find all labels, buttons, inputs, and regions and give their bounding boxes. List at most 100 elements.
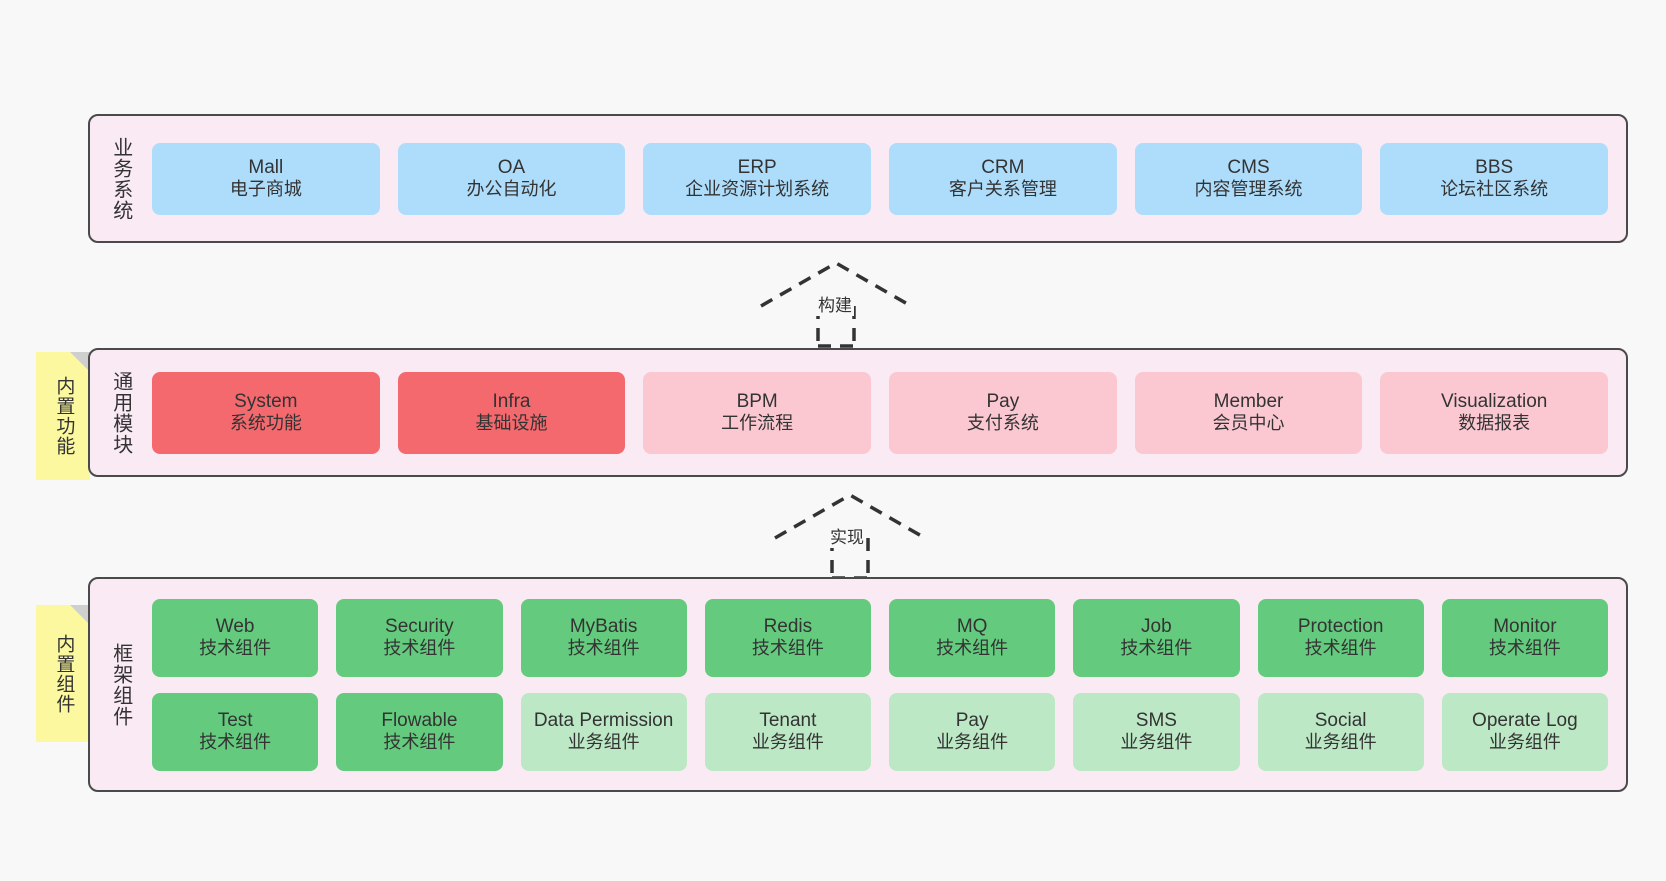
cell-bpm-name: BPM <box>736 390 778 412</box>
cell-data-permission[interactable]: Data Permission 业务组件 <box>520 692 687 771</box>
connector-implement: 实现 <box>770 490 930 580</box>
cell-social-name: Social <box>1314 709 1367 731</box>
layer-business-systems: 业务系统 Mall 电子商城 OA 办公自动化 ERP 企业资源计划系统 CRM… <box>88 114 1628 243</box>
sticky-note-builtin-functions: 内置功能 <box>36 352 90 480</box>
cell-cms-desc: 内容管理系统 <box>1194 179 1303 200</box>
cell-bbs[interactable]: BBS 论坛社区系统 <box>1380 142 1609 215</box>
cell-flowable-name: Flowable <box>381 709 458 731</box>
layer-business-cells: Mall 电子商城 OA 办公自动化 ERP 企业资源计划系统 CRM 客户关系… <box>142 142 1626 215</box>
cell-monitor-desc: 技术组件 <box>1488 638 1561 659</box>
cell-visualization-name: Visualization <box>1441 390 1548 412</box>
cell-crm-desc: 客户关系管理 <box>948 179 1057 200</box>
cell-pay-module-desc: 支付系统 <box>966 413 1039 434</box>
layer-title-framework: 框架组件 <box>109 642 132 727</box>
cell-test-name: Test <box>217 709 253 731</box>
layer-title-business: 业务系统 <box>109 136 132 221</box>
cell-member-name: Member <box>1213 390 1284 412</box>
cell-mybatis-name: MyBatis <box>569 615 638 637</box>
cell-oa[interactable]: OA 办公自动化 <box>397 142 626 215</box>
layer-framework-components: 框架组件 Web 技术组件 Security 技术组件 MyBatis 技术组件… <box>88 577 1628 792</box>
cell-social-desc: 业务组件 <box>1304 732 1377 753</box>
cell-oa-desc: 办公自动化 <box>466 179 557 200</box>
cell-system-name: System <box>234 390 298 412</box>
cell-visualization-desc: 数据报表 <box>1458 413 1531 434</box>
cell-cms-name: CMS <box>1227 156 1270 178</box>
cell-pay-component-desc: 业务组件 <box>936 732 1009 753</box>
cell-tenant[interactable]: Tenant 业务组件 <box>704 692 871 771</box>
cell-operate-log-name: Operate Log <box>1472 709 1578 731</box>
cell-bpm-desc: 工作流程 <box>721 413 794 434</box>
cell-member-desc: 会员中心 <box>1212 413 1285 434</box>
cell-web[interactable]: Web 技术组件 <box>152 598 319 677</box>
cell-cms[interactable]: CMS 内容管理系统 <box>1134 142 1363 215</box>
layer-common-row: System 系统功能 Infra 基础设施 BPM 工作流程 Pay 支付系统… <box>152 371 1609 454</box>
cell-redis-name: Redis <box>763 615 813 637</box>
cell-mall-name: Mall <box>248 156 284 178</box>
cell-infra-name: Infra <box>492 390 531 412</box>
layer-common-modules: 通用模块 System 系统功能 Infra 基础设施 BPM 工作流程 Pay… <box>88 348 1628 477</box>
cell-pay-module[interactable]: Pay 支付系统 <box>889 371 1117 454</box>
cell-tenant-name: Tenant <box>759 709 817 731</box>
cell-system[interactable]: System 系统功能 <box>152 371 380 454</box>
cell-flowable-desc: 技术组件 <box>383 732 456 753</box>
cell-crm-name: CRM <box>981 156 1025 178</box>
sticky-fold-corner-icon <box>70 352 90 372</box>
cell-bpm[interactable]: BPM 工作流程 <box>643 371 872 454</box>
layer-framework-cells: Web 技术组件 Security 技术组件 MyBatis 技术组件 Redi… <box>142 598 1626 771</box>
cell-data-permission-name: Data Permission <box>533 709 674 731</box>
cell-test-desc: 技术组件 <box>199 732 272 753</box>
sticky-note-builtin-components: 内置组件 <box>36 605 90 742</box>
cell-sms-desc: 业务组件 <box>1120 732 1193 753</box>
cell-web-name: Web <box>215 615 255 637</box>
cell-pay-component-name: Pay <box>955 709 989 731</box>
connector-build-label: 构建 <box>816 291 854 316</box>
layer-business-row: Mall 电子商城 OA 办公自动化 ERP 企业资源计划系统 CRM 客户关系… <box>152 142 1609 215</box>
cell-visualization[interactable]: Visualization 数据报表 <box>1380 371 1609 454</box>
cell-bbs-desc: 论坛社区系统 <box>1440 179 1549 200</box>
cell-pay-module-name: Pay <box>986 390 1020 412</box>
layer-framework-row-tech: Web 技术组件 Security 技术组件 MyBatis 技术组件 Redi… <box>152 598 1608 677</box>
cell-redis[interactable]: Redis 技术组件 <box>704 598 871 677</box>
layer-common-cells: System 系统功能 Infra 基础设施 BPM 工作流程 Pay 支付系统… <box>142 371 1626 454</box>
cell-test[interactable]: Test 技术组件 <box>152 692 319 771</box>
cell-security-desc: 技术组件 <box>383 638 456 659</box>
cell-job[interactable]: Job 技术组件 <box>1073 598 1240 677</box>
cell-member[interactable]: Member 会员中心 <box>1134 371 1363 454</box>
sticky-note-builtin-functions-label: 内置功能 <box>53 376 75 456</box>
cell-protection-name: Protection <box>1297 615 1384 637</box>
cell-infra[interactable]: Infra 基础设施 <box>397 371 626 454</box>
connector-build: 构建 <box>756 258 916 348</box>
cell-security[interactable]: Security 技术组件 <box>336 598 503 677</box>
cell-operate-log[interactable]: Operate Log 业务组件 <box>1441 692 1608 771</box>
cell-mybatis[interactable]: MyBatis 技术组件 <box>520 598 687 677</box>
layer-title-common: 通用模块 <box>109 370 132 455</box>
cell-erp-desc: 企业资源计划系统 <box>685 179 830 200</box>
cell-oa-name: OA <box>497 156 526 178</box>
cell-monitor[interactable]: Monitor 技术组件 <box>1441 598 1608 677</box>
layer-framework-row-business: Test 技术组件 Flowable 技术组件 Data Permission … <box>152 692 1608 771</box>
cell-protection[interactable]: Protection 技术组件 <box>1257 598 1424 677</box>
cell-security-name: Security <box>385 615 454 637</box>
cell-mq-desc: 技术组件 <box>936 638 1009 659</box>
cell-erp[interactable]: ERP 企业资源计划系统 <box>643 142 872 215</box>
cell-crm[interactable]: CRM 客户关系管理 <box>889 142 1117 215</box>
connector-implement-label: 实现 <box>828 523 866 548</box>
cell-sms[interactable]: SMS 业务组件 <box>1073 692 1240 771</box>
cell-mq[interactable]: MQ 技术组件 <box>889 598 1056 677</box>
cell-data-permission-desc: 业务组件 <box>567 732 640 753</box>
cell-bbs-name: BBS <box>1475 156 1514 178</box>
sticky-fold-corner-icon <box>70 605 90 625</box>
sticky-note-builtin-components-label: 内置组件 <box>53 633 75 714</box>
cell-mall-desc: 电子商城 <box>229 179 302 200</box>
cell-mq-name: MQ <box>956 615 988 637</box>
cell-mall[interactable]: Mall 电子商城 <box>152 142 380 215</box>
cell-social[interactable]: Social 业务组件 <box>1257 692 1424 771</box>
cell-job-desc: 技术组件 <box>1120 638 1193 659</box>
cell-redis-desc: 技术组件 <box>751 638 824 659</box>
cell-flowable[interactable]: Flowable 技术组件 <box>336 692 503 771</box>
cell-pay-component[interactable]: Pay 业务组件 <box>889 692 1056 771</box>
cell-monitor-name: Monitor <box>1493 615 1557 637</box>
cell-operate-log-desc: 业务组件 <box>1488 732 1561 753</box>
cell-erp-name: ERP <box>737 156 777 178</box>
